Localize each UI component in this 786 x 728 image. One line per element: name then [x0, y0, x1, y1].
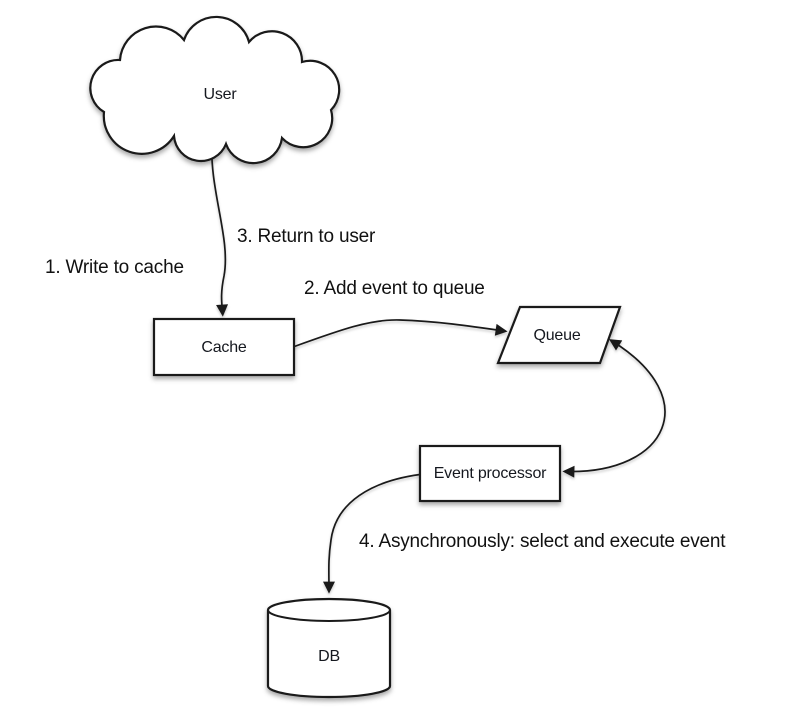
user-label: User [203, 86, 237, 103]
event-processor-label: Event processor [433, 465, 547, 482]
event-processor-box [418, 444, 562, 503]
user-cloud [89, 15, 341, 165]
queue-label: Queue [533, 327, 581, 344]
arrow-queue-event-processor [562, 339, 666, 478]
db-cylinder-rim [267, 609, 391, 623]
db-cylinder [266, 597, 392, 699]
arrow-cache-to-queue [292, 319, 508, 348]
queue-parallelogram [496, 305, 622, 365]
cache-box [152, 317, 296, 377]
edge-label-async-select-execute: 4. Asynchronously: select and execute ev… [359, 531, 726, 552]
db-label: DB [318, 648, 340, 665]
edge-label-add-event-to-queue: 2. Add event to queue [304, 278, 485, 299]
arrow-event-processor-to-db [322, 473, 421, 594]
db-cylinder-body [266, 597, 392, 699]
edge-label-return-to-user: 3. Return to user [237, 226, 376, 247]
edge-label-write-to-cache: 1. Write to cache [45, 257, 184, 278]
cache-label: Cache [201, 339, 247, 356]
arrow-user-to-cache [210, 139, 229, 317]
